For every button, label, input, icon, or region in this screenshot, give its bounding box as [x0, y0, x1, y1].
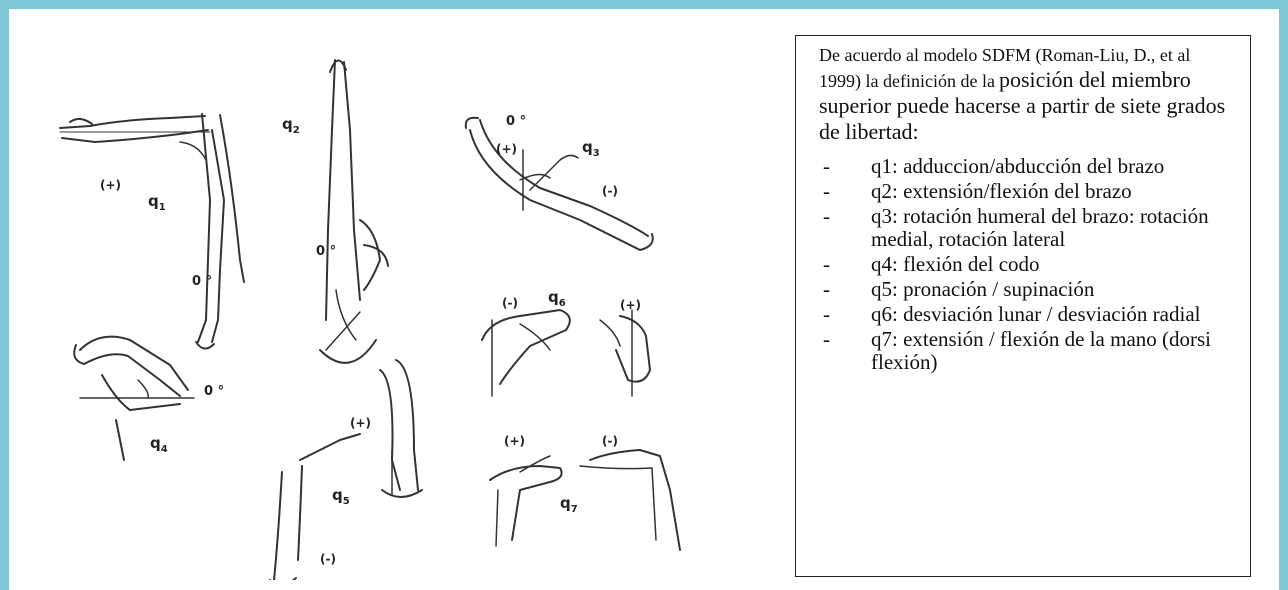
q6-plus-label: (+) [620, 298, 641, 312]
list-item: -q7: extensión / flexión de la mano (dor… [819, 328, 1234, 374]
upper-limb-diagram: (+) q1 0 ° q2 0 ° 0 ° (+) q3 (-) 0 ° q4 … [20, 20, 780, 580]
q1-label: q1 [148, 192, 166, 213]
q2-letter: q [282, 115, 293, 133]
list-bullet: - [819, 205, 871, 251]
q3-arm-figure [466, 118, 653, 250]
q4-zero-label: 0 ° [204, 384, 224, 399]
q6-letter: q [548, 288, 559, 306]
q7-label: q7 [560, 494, 578, 515]
list-item-text: q2: extensión/flexión del brazo [871, 180, 1234, 203]
list-item: -q4: flexión del codo [819, 253, 1234, 276]
q5-label: q5 [332, 486, 350, 507]
list-item-text: q1: adduccion/abducción del brazo [871, 155, 1234, 178]
q5-arm-figure [270, 360, 422, 580]
list-item-text: q3: rotación humeral del brazo: rotación… [871, 205, 1234, 251]
list-item: -q1: adduccion/abducción del brazo [819, 155, 1234, 178]
list-item: -q3: rotación humeral del brazo: rotació… [819, 205, 1234, 251]
q7-minus-label: (-) [602, 434, 618, 448]
q4-letter: q [150, 434, 161, 452]
q1-letter: q [148, 192, 159, 210]
q6-label: q6 [548, 288, 566, 309]
q3-label: q3 [582, 138, 600, 159]
q7-subscript: 7 [571, 504, 578, 515]
q7-plus-label: (+) [504, 434, 525, 448]
q2-subscript: 2 [293, 125, 300, 136]
q5-minus-label: (-) [320, 552, 336, 566]
list-item-text: q6: desviación lunar / desviación radial [871, 303, 1234, 326]
q3-subscript: 3 [593, 148, 600, 159]
q6-hands-figure [482, 310, 650, 396]
list-item-text: q5: pronación / supinación [871, 278, 1234, 301]
list-item-text: q4: flexión del codo [871, 253, 1234, 276]
list-bullet: - [819, 328, 871, 374]
q3-minus-label: (-) [602, 184, 618, 198]
q5-letter: q [332, 486, 343, 504]
q2-zero-label: 0 ° [316, 244, 336, 259]
list-bullet: - [819, 278, 871, 301]
list-item: -q6: desviación lunar / desviación radia… [819, 303, 1234, 326]
degrees-of-freedom-list: -q1: adduccion/abducción del brazo -q2: … [819, 155, 1234, 374]
q5-plus-label: (+) [350, 416, 371, 430]
q6-minus-label: (-) [502, 296, 518, 310]
q1-zero-label: 0 ° [192, 274, 212, 289]
q2-label: q2 [282, 115, 300, 136]
q3-plus-label: (+) [496, 142, 517, 156]
list-bullet: - [819, 155, 871, 178]
q5-subscript: 5 [343, 496, 350, 507]
q4-arm-figure [74, 337, 194, 460]
intro-paragraph: De acuerdo al modelo SDFM (Roman-Liu, D.… [819, 44, 1234, 146]
q7-letter: q [560, 494, 571, 512]
list-item: -q2: extensión/flexión del brazo [819, 180, 1234, 203]
q1-plus-label: (+) [100, 178, 121, 192]
list-bullet: - [819, 253, 871, 276]
list-bullet: - [819, 303, 871, 326]
q4-subscript: 4 [161, 444, 168, 455]
description-textbox: De acuerdo al modelo SDFM (Roman-Liu, D.… [795, 35, 1251, 577]
q6-subscript: 6 [559, 298, 566, 309]
list-item-text: q7: extensión / flexión de la mano (dors… [871, 328, 1234, 374]
list-bullet: - [819, 180, 871, 203]
q3-zero-label: 0 ° [506, 114, 526, 129]
q7-hands-figure [490, 450, 680, 550]
q1-arm-figure [60, 114, 244, 349]
q2-arm-figure [320, 60, 388, 363]
q4-label: q4 [150, 434, 168, 455]
q3-letter: q [582, 138, 593, 156]
q1-subscript: 1 [159, 202, 166, 213]
list-item: -q5: pronación / supinación [819, 278, 1234, 301]
